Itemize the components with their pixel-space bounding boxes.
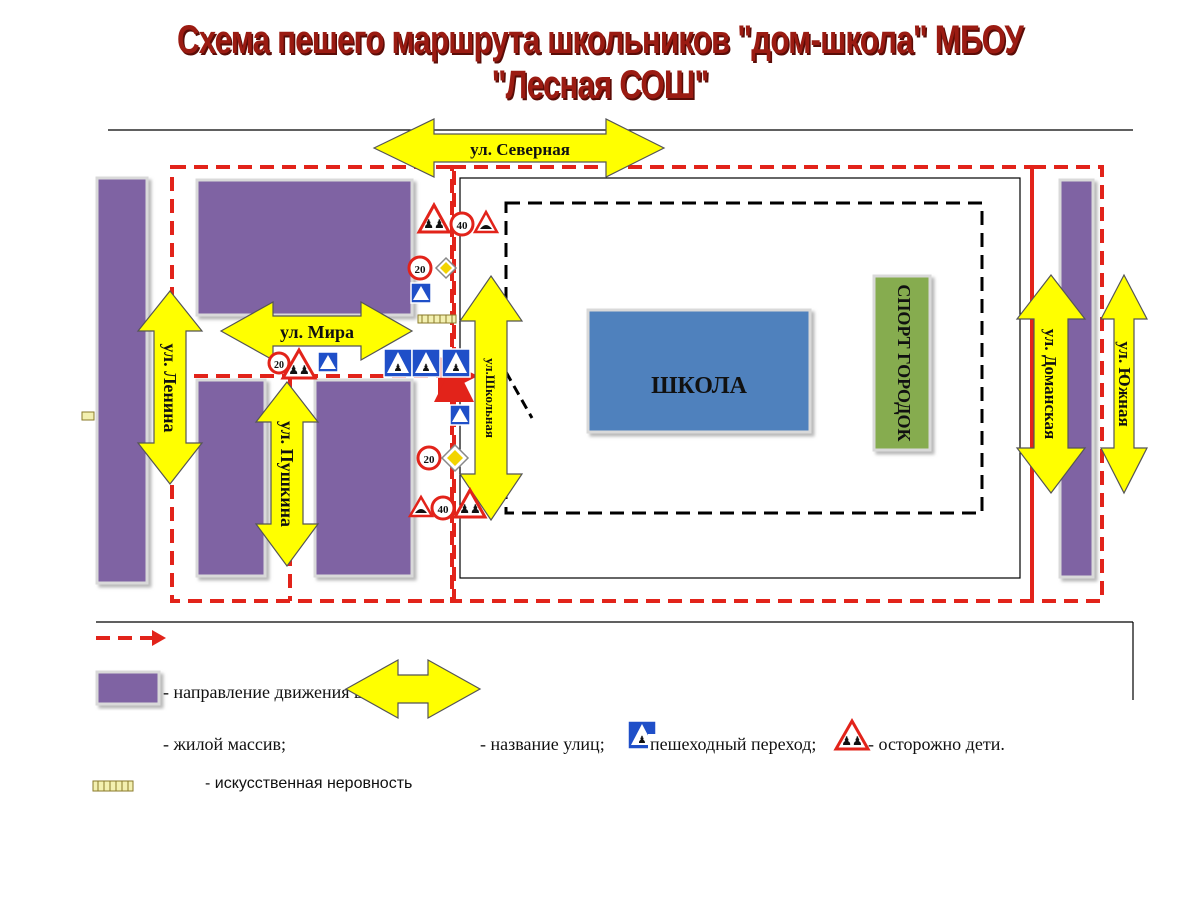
speed-limit-40-icon: 40 [449,211,475,237]
pedestrian-crossing-icon [317,351,339,373]
svg-text:♟♟: ♟♟ [459,502,481,516]
legend-speed-bump-text: - искусственная неровность [205,775,413,792]
street-arrow-pushkina [254,381,320,568]
street-label-yuzhnaya: ул. Южная [1115,341,1134,426]
pedestrian-crossing-icon [449,404,471,426]
street-label-shkolnaya: ул.Школьная [483,358,498,438]
svg-text:20: 20 [424,454,436,466]
school-building [586,308,812,434]
svg-text:♟: ♟ [422,363,431,374]
street-arrow-lenina [136,290,204,485]
legend-route-arrowhead [152,630,166,646]
svg-text:♟: ♟ [394,363,403,374]
uneven-road-icon [472,209,500,234]
sport-ground-label: СПОРТ ГОРОДОК [894,284,914,441]
legend-direction-text: - направление движения школьников; [163,682,452,702]
pedestrian-crossing-icon: ♟ [441,348,471,378]
school-gate [504,371,534,419]
street-arrow-shkolnaya [458,274,524,522]
children-warning-icon: ♟♟ [280,346,318,380]
legend-residential-text: - жилой массив; [163,734,287,754]
svg-text:♟: ♟ [452,363,461,374]
legend-street-names-text: - название улиц; [480,734,605,754]
main-road-icon [440,443,470,473]
speed-limit-20-icon: 20 [416,445,442,471]
school-label: ШКОЛА [651,373,748,399]
street-arrow-yuzhnaya [1100,273,1148,495]
pedestrian-crossing-icon: ♟ [411,348,441,378]
svg-text:20: 20 [274,360,284,371]
street-arrow-severnaya [372,118,666,178]
speed-limit-40-icon: 40 [430,495,456,521]
children-warning-icon: ♟♟ [416,201,452,234]
sport-ground [872,274,932,452]
street-arrow-domanskaya [1015,274,1087,494]
svg-text:♟♟: ♟♟ [288,363,310,377]
speed-limit-20-icon: 20 [267,351,291,375]
legend-children-text: - осторожно дети. [868,734,1005,754]
svg-text:20: 20 [415,264,427,276]
legend-speed-bump-icon [92,780,134,792]
street-arrow-mira [219,300,414,362]
street-label-mira: ул. Мира [280,322,354,342]
main-road-icon [434,256,458,280]
speed-limit-20-icon: 20 [407,255,433,281]
map-title: Схема пешего маршрута школьников "дом-шк… [177,18,1024,107]
pedestrian-crossing-icon [410,282,432,304]
street-label-domanskaya: ул. Доманская [1041,329,1060,440]
residential-block-north [195,178,414,317]
svg-text:♟: ♟ [638,735,647,746]
pedestrian-crossing-icon: ♟ [383,348,413,378]
street-label-severnaya: ул. Северная [470,140,570,159]
children-warning-icon: ♟♟ [452,486,488,519]
svg-text:♟♟: ♟♟ [841,734,863,748]
residential-block-southwest [195,378,267,578]
legend-crossing-text: пешеходный переход; [648,734,817,755]
legend-children-warning-icon: ♟♟ [833,717,871,751]
svg-text:♟♟: ♟♟ [423,217,445,231]
legend-residential-swatch [95,670,161,706]
residential-block-south [313,378,414,578]
street-label-lenina: ул. Ленина [160,343,180,432]
svg-text:40: 40 [457,220,469,232]
speed-bump-icon [81,314,457,421]
svg-text:40: 40 [438,504,450,516]
uneven-road-icon [407,494,435,518]
residential-block-west [95,176,149,585]
street-label-pushkina: ул. Пушкина [277,421,297,527]
